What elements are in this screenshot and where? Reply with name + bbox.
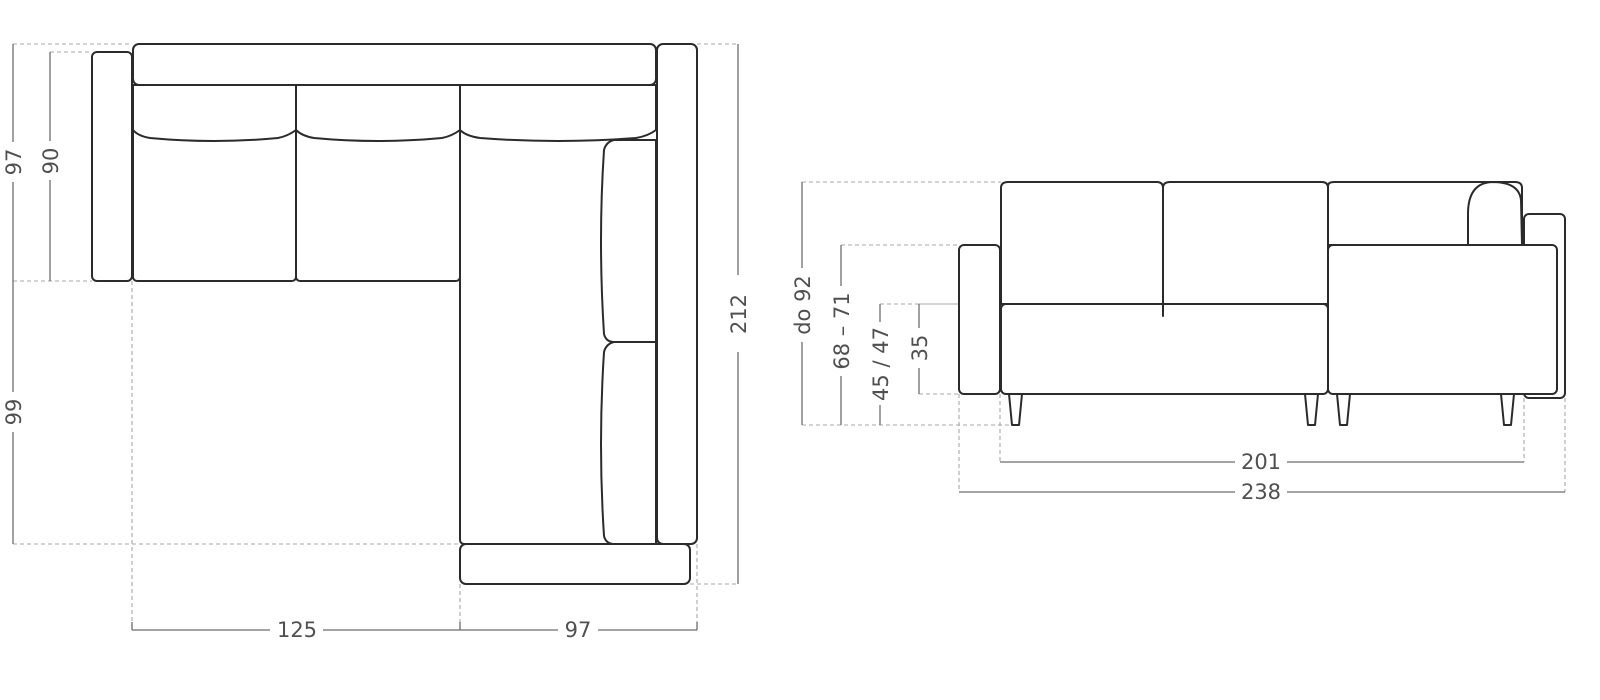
back-cushion-right <box>459 84 657 142</box>
side-cushion-upper <box>600 139 657 343</box>
front-width-seat-label: 201 <box>1241 450 1281 474</box>
side-cushion-lower <box>600 341 657 545</box>
chaise-front-rail <box>459 543 691 585</box>
top-depth-total-label: 97 <box>2 149 26 176</box>
top-width-chaise-label: 97 <box>565 618 592 642</box>
back-rail <box>132 43 657 86</box>
back-cushion-middle-front <box>1162 181 1329 305</box>
back-cushion-left-front <box>1000 181 1164 305</box>
back-cushion-left <box>132 84 297 142</box>
front-view-extension-lines <box>802 181 1566 492</box>
top-total-depth-label: 212 <box>727 294 751 334</box>
side-cushion-front <box>1467 181 1523 246</box>
leg-4 <box>1500 393 1515 426</box>
seat-base-front <box>1000 303 1329 395</box>
leg-1 <box>1008 393 1023 426</box>
front-height-seat-label: 45 / 47 <box>869 327 893 401</box>
left-armrest-front <box>958 244 1001 395</box>
left-armrest <box>91 51 133 282</box>
top-depth-chaise-label: 99 <box>2 399 26 426</box>
chaise-block-front <box>1327 244 1558 395</box>
front-width-total-label: 238 <box>1241 480 1281 504</box>
top-depth-seat-label: 90 <box>39 148 63 175</box>
leg-3 <box>1336 393 1351 426</box>
top-view-sofa <box>91 43 698 585</box>
front-height-base-label: 35 <box>908 335 932 362</box>
front-height-arm-label: 68 – 71 <box>830 292 854 369</box>
back-cushion-middle <box>295 84 461 142</box>
front-view-sofa <box>958 181 1566 426</box>
front-view: do 92 68 – 71 45 / 47 35 201 238 <box>791 181 1566 504</box>
top-width-sofa-label: 125 <box>277 618 317 642</box>
front-view-dimension-lines <box>801 182 1565 493</box>
front-height-back-label: do 92 <box>791 275 815 335</box>
top-view-dimension-lines <box>12 44 739 631</box>
right-armrest <box>656 43 698 545</box>
leg-2 <box>1304 393 1319 426</box>
top-view: 97 90 99 212 125 97 <box>2 43 751 642</box>
